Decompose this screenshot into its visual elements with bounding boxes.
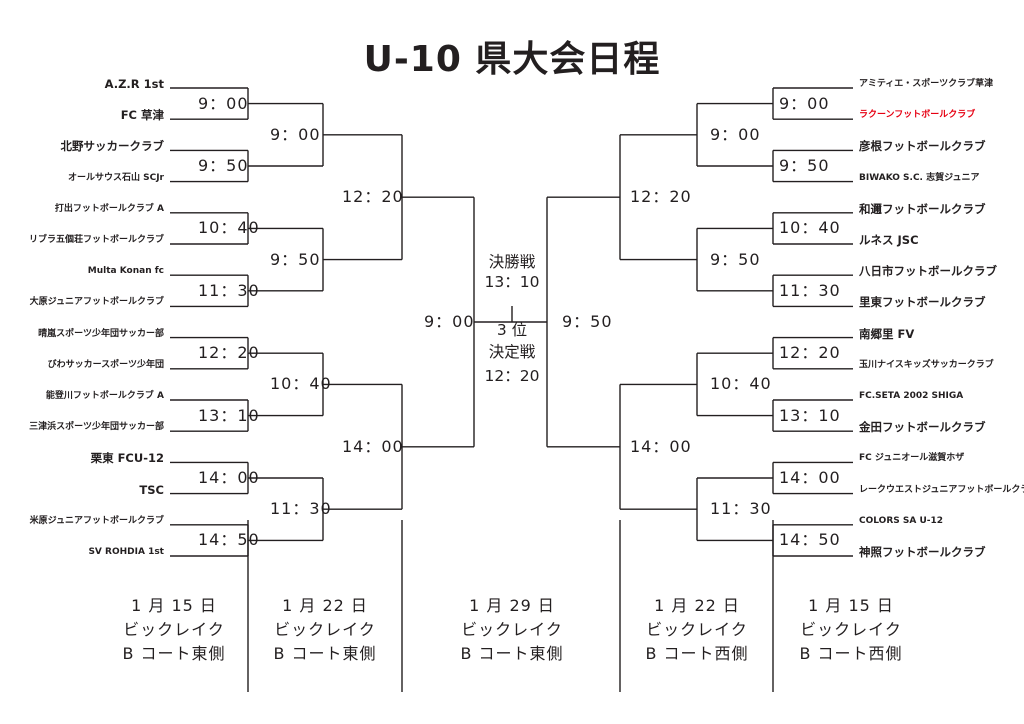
- venue-court: B コート東側: [273, 644, 377, 663]
- left-round1-time: 12：20: [198, 343, 260, 363]
- right-round1-time: 12：20: [779, 343, 841, 363]
- right-team-name: FC ジュニオール滋賀ホザ: [859, 453, 965, 464]
- venue-court: B コート西側: [799, 644, 903, 663]
- right-team-name: 南郷里 FV: [859, 326, 915, 341]
- left-team-name: 米原ジュニアフットボールクラブ: [29, 515, 164, 526]
- left-semi-time: 9：00: [424, 312, 475, 331]
- left-team-name: 晴嵐スポーツ少年団サッカー部: [38, 328, 164, 339]
- left-team-name: TSC: [139, 482, 164, 497]
- right-round1-time: 11：30: [779, 280, 841, 300]
- right-round2-time: 10：40: [710, 374, 772, 394]
- venue-date: 1 月 15 日: [131, 596, 217, 615]
- right-round1-time: 10：40: [779, 218, 841, 238]
- left-team-name: リブラ五個荘フットボールクラブ: [28, 235, 164, 245]
- right-round1-time: 13：10: [779, 405, 841, 425]
- left-round3-time: 14：00: [342, 436, 404, 456]
- left-round1-time: 13：10: [198, 405, 260, 425]
- venue-date: 1 月 22 日: [282, 596, 368, 615]
- left-round3-time: 12：20: [342, 187, 404, 207]
- right-team-name: 和邇フットボールクラブ: [859, 201, 986, 216]
- right-team-name: ルネス JSC: [859, 233, 919, 247]
- venue-info: 1 月 15 日ビックレイク B コート西側: [776, 594, 926, 666]
- right-team-name: FC.SETA 2002 SHIGA: [859, 391, 964, 401]
- venue-info: 1 月 15 日ビックレイク B コート東側: [99, 594, 249, 666]
- right-team-name: 金田フットボールクラブ: [859, 420, 986, 435]
- venue-date: 1 月 29 日: [469, 596, 555, 615]
- left-round1-time: 14：50: [198, 530, 260, 550]
- right-team-name: 八日市フットボールクラブ: [859, 264, 997, 279]
- left-round1-time: 10：40: [198, 218, 260, 238]
- right-round1-time: 9：50: [779, 156, 830, 175]
- left-team-name: FC 草津: [120, 108, 164, 123]
- left-team-name: 能登川フットボールクラブ A: [45, 391, 164, 401]
- left-team-name: 大原ジュニアフットボールクラブ: [29, 297, 164, 308]
- venue-venue: ビックレイク: [274, 620, 376, 639]
- right-round3-time: 12：20: [630, 187, 692, 207]
- venue-date: 1 月 22 日: [654, 596, 740, 615]
- right-team-name: COLORS SA U-12: [859, 515, 944, 526]
- venue-info: 1 月 29 日ビックレイク B コート東側: [437, 594, 587, 666]
- right-round3-time: 14：00: [630, 436, 692, 456]
- third-place-label: 3 位: [496, 321, 528, 339]
- left-round2-time: 9：50: [270, 249, 321, 269]
- left-round1-time: 14：00: [198, 468, 260, 487]
- right-round2-time: 11：30: [710, 499, 772, 519]
- third-place-time: 12：20: [484, 367, 540, 385]
- venue-court: B コート東側: [460, 644, 564, 663]
- right-team-name: 玉川ナイスキッズサッカークラブ: [859, 359, 994, 370]
- page-title: U-10 県大会日程: [363, 39, 661, 80]
- right-team-name: 神照フットボールクラブ: [859, 545, 986, 559]
- venue-info: 1 月 22 日ビックレイク B コート東側: [250, 594, 400, 666]
- right-round2-time: 9：00: [710, 124, 761, 144]
- third-place-label: 決定戦: [488, 343, 536, 361]
- venue-court: B コート西側: [645, 644, 749, 663]
- final-label: 決勝戦: [488, 253, 536, 271]
- left-round2-time: 9：00: [270, 124, 321, 144]
- right-round1-time: 9：00: [779, 93, 830, 113]
- left-team-name: 打出フットボールクラブ A: [54, 203, 164, 214]
- left-round1-time: 11：30: [198, 280, 260, 300]
- left-team-name: Multa Konan fc: [87, 266, 164, 277]
- venue-venue: ビックレイク: [800, 620, 902, 639]
- venue-date: 1 月 15 日: [808, 596, 894, 615]
- right-team-name: レークウエストジュニアフットボールクラブ: [859, 484, 1024, 495]
- right-team-name: 彦根フットボールクラブ: [859, 139, 986, 154]
- right-round1-time: 14：50: [779, 530, 841, 550]
- venue-court: B コート東側: [122, 644, 226, 663]
- venue-venue: ビックレイク: [123, 620, 225, 639]
- final-time: 13：10: [484, 273, 540, 291]
- venue-info: 1 月 22 日ビックレイク B コート西側: [622, 594, 772, 666]
- right-round1-time: 14：00: [779, 468, 841, 487]
- left-round2-time: 10：40: [270, 374, 332, 394]
- left-team-name: 三津浜スポーツ少年団サッカー部: [29, 422, 164, 433]
- right-team-name: ラクーンフットボールクラブ: [859, 110, 976, 121]
- left-team-name: 栗東 FCU-12: [90, 451, 164, 466]
- right-team-name: 里東フットボールクラブ: [859, 295, 986, 310]
- venue-venue: ビックレイク: [461, 620, 563, 639]
- right-team-name: アミティエ・スポーツクラブ草津: [859, 79, 994, 89]
- left-round2-time: 11：30: [270, 499, 332, 519]
- left-team-name: オールサウス石山 SCJr: [67, 172, 164, 183]
- left-team-name: 北野サッカークラブ: [60, 139, 165, 154]
- venue-venue: ビックレイク: [646, 620, 748, 639]
- right-team-name: BIWAKO S.C. 志賀ジュニア: [859, 172, 980, 183]
- left-round1-time: 9：00: [198, 93, 249, 113]
- right-semi-time: 9：50: [562, 312, 613, 331]
- right-round2-time: 9：50: [710, 249, 761, 269]
- left-team-name: SV ROHDIA 1st: [88, 547, 164, 557]
- left-round1-time: 9：50: [198, 156, 249, 175]
- left-team-name: びわサッカースポーツ少年団: [47, 359, 164, 370]
- left-team-name: A.Z.R 1st: [104, 77, 164, 91]
